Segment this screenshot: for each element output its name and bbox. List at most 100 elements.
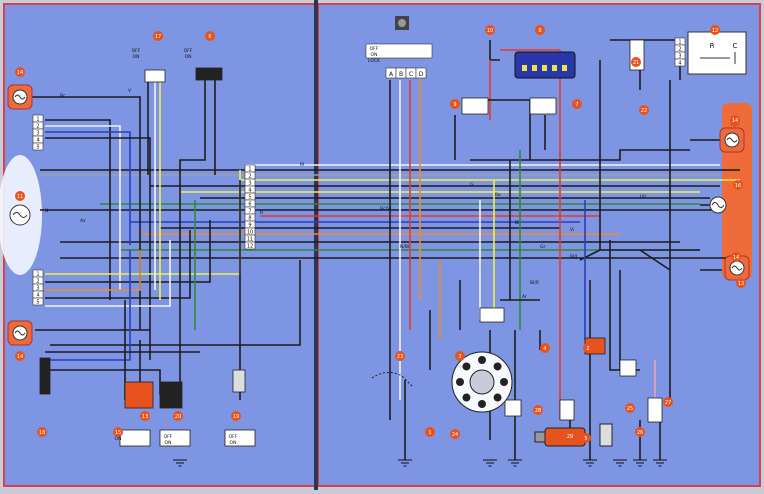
ignition-terminal xyxy=(415,67,427,79)
switch-table-row: ON xyxy=(371,52,378,58)
callout-21: 21 xyxy=(631,57,641,67)
wire-black xyxy=(470,149,690,161)
wire-black xyxy=(45,137,151,360)
callout-marker xyxy=(663,397,673,407)
ground-lines xyxy=(508,459,522,467)
wire-code-label: N/Bl xyxy=(400,244,409,250)
callout-marker xyxy=(540,343,550,353)
terminal-label: 3 xyxy=(678,54,681,60)
callout-number: 8 xyxy=(538,28,541,34)
wire-black xyxy=(45,230,191,299)
ground-lines xyxy=(173,459,187,467)
connector-20 xyxy=(159,381,183,409)
wire-code-label: R xyxy=(260,210,263,216)
switch-table-row: ON xyxy=(165,440,172,446)
callout-14: 14 xyxy=(15,351,25,361)
callout-5: 5 xyxy=(581,433,591,443)
stator-coil xyxy=(493,362,502,371)
switch-19-table-box xyxy=(224,429,256,447)
terminal-label: 4 xyxy=(248,188,251,194)
terminal-label: 5 xyxy=(36,145,39,151)
battery-cell xyxy=(552,65,557,71)
wire-black xyxy=(45,119,111,300)
callout-marker xyxy=(581,433,591,443)
terminal-label: 7 xyxy=(248,209,251,215)
connector-17 xyxy=(144,69,166,83)
stator-coil xyxy=(493,393,502,402)
regulator-8 xyxy=(461,97,489,115)
callout-7: 7 xyxy=(572,99,582,109)
terminal-label: 1 xyxy=(248,167,251,173)
ground-symbol xyxy=(398,459,412,467)
callout-marker xyxy=(635,427,645,437)
callout-number: 4 xyxy=(543,346,546,352)
callout-11: 11 xyxy=(15,191,25,201)
wire-black xyxy=(579,249,601,261)
callout-marker xyxy=(15,67,25,77)
callout-marker xyxy=(631,57,641,67)
battery-cell xyxy=(532,65,537,71)
lamp-filament xyxy=(14,330,26,336)
callout-number: 11 xyxy=(17,194,23,200)
switch-table-row: ON xyxy=(185,54,192,60)
callout-17: 17 xyxy=(153,31,163,41)
lamp-right-lower xyxy=(724,255,750,281)
callout-25: 25 xyxy=(625,403,635,413)
callout-marker xyxy=(153,31,163,41)
callout-number: 3 xyxy=(458,354,461,360)
callout-number: 14 xyxy=(732,118,738,124)
callout-marker xyxy=(625,403,635,413)
callout-number: 14 xyxy=(17,354,23,360)
callout-number: 12 xyxy=(712,28,718,34)
ground-symbol xyxy=(613,459,627,467)
wire-white xyxy=(45,240,171,307)
callout-marker xyxy=(572,99,582,109)
callout-marker xyxy=(140,411,150,421)
wire-code-label: Bl/R xyxy=(530,280,539,286)
callout-number: 18 xyxy=(39,430,45,436)
ground-symbol xyxy=(583,459,597,467)
ignition-key-hole xyxy=(398,19,406,27)
terminal xyxy=(244,241,256,250)
relay-coil xyxy=(700,52,736,64)
terminal-label: 5 xyxy=(36,300,39,306)
callout-13: 13 xyxy=(736,278,746,288)
switch-3 xyxy=(619,359,637,377)
callout-number: 14 xyxy=(733,255,739,261)
callout-1: 1 xyxy=(425,427,435,437)
ignition-terminal-label: C xyxy=(409,71,413,78)
wire-code-label: Vi xyxy=(570,227,574,233)
wire-code-label: Bc xyxy=(60,93,66,99)
spark-plug-body xyxy=(599,423,613,447)
wire-code-label: J/V xyxy=(639,194,647,200)
connector-bottom xyxy=(559,399,575,421)
callout-marker xyxy=(710,25,720,35)
stator-coil xyxy=(462,362,471,371)
ground-lines xyxy=(613,459,627,467)
terminal-label: 1 xyxy=(36,272,39,278)
callout-marker xyxy=(425,427,435,437)
callout-number: 17 xyxy=(155,34,161,40)
ground-symbol xyxy=(173,459,187,467)
wire-white xyxy=(45,125,121,290)
switch-table-row: OFF xyxy=(184,48,193,54)
switch-20-table-box xyxy=(159,429,191,447)
relay-label-c: C xyxy=(733,42,738,50)
wire-code-label: Bc/Vi xyxy=(380,206,391,212)
callout-number: 23 xyxy=(397,354,403,360)
terminal-label: 3 xyxy=(248,181,251,187)
stator-coil xyxy=(456,378,464,386)
callout-marker xyxy=(113,427,123,437)
callout-layer: 1417611141315201819141310812212214161497… xyxy=(15,25,746,443)
callout-number: 21 xyxy=(633,60,639,66)
ground-lines xyxy=(653,459,667,467)
callout-number: 6 xyxy=(208,34,211,40)
callout-marker xyxy=(535,25,545,35)
callout-10: 10 xyxy=(485,25,495,35)
tail-lamp xyxy=(709,196,727,214)
